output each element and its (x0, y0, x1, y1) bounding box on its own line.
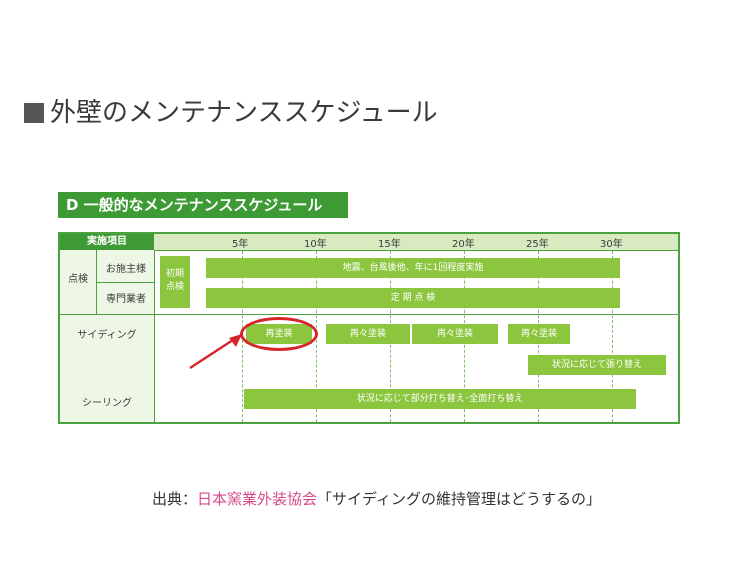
year-20: 20年 (452, 239, 475, 250)
pro-inspection-bar: 定 期 点 検 (206, 288, 620, 308)
repaint-bar-2: 再々塗装 (326, 324, 410, 344)
year-25: 25年 (526, 239, 549, 250)
initial-inspection-box: 初期 点検 (160, 256, 190, 308)
page-heading: 外壁のメンテナンススケジュール (24, 92, 438, 129)
inspection-label: 点検 (68, 274, 88, 285)
figure-title: D 一般的なメンテナンススケジュール (58, 192, 348, 218)
year-10: 10年 (304, 239, 327, 250)
sealing-bar: 状況に応じて部分打ち替え･全面打ち替え (244, 389, 636, 409)
header-row: 実施項目 5年 10年 15年 20年 25年 30年 (60, 234, 678, 251)
source-credit: 出典：日本窯業外装協会「サイディングの維持管理はどうするの」 (152, 488, 601, 509)
siding-replace-bar: 状況に応じて張り替え (528, 355, 666, 375)
siding-label: サイディング (77, 330, 137, 341)
credit-doc: 「サイディングの維持管理はどうするの」 (317, 490, 601, 508)
year-15: 15年 (378, 239, 401, 250)
credit-prefix: 出典： (152, 490, 198, 508)
owner-inspection-bar: 地震、台風後他、年に1回程度実施 (206, 258, 620, 278)
row-divider (60, 314, 678, 315)
year-30: 30年 (600, 239, 623, 250)
header-label: 実施項目 (60, 234, 154, 250)
repaint-bar-4: 再々塗装 (508, 324, 570, 344)
sealing-label: シーリング (82, 398, 132, 409)
year-5: 5年 (232, 239, 249, 250)
row-divider (96, 282, 154, 283)
heading-text: 外壁のメンテナンススケジュール (50, 98, 438, 128)
schedule-table: 実施項目 5年 10年 15年 20年 25年 30年 点検 お施主様 専門業者… (58, 232, 680, 424)
red-arrow-icon (189, 334, 242, 370)
square-bullet-icon (24, 103, 44, 123)
highlight-ellipse (240, 317, 318, 351)
repaint-bar-3: 再々塗装 (412, 324, 498, 344)
owner-label: お施主様 (106, 264, 146, 275)
gridline-30 (612, 251, 614, 422)
source-link[interactable]: 日本窯業外装協会 (197, 490, 318, 508)
label-column: 点検 お施主様 専門業者 サイディング シーリング (60, 250, 155, 422)
schedule-figure: D 一般的なメンテナンススケジュール 実施項目 5年 10年 15年 20年 2… (58, 192, 680, 424)
pro-label: 専門業者 (106, 294, 146, 305)
